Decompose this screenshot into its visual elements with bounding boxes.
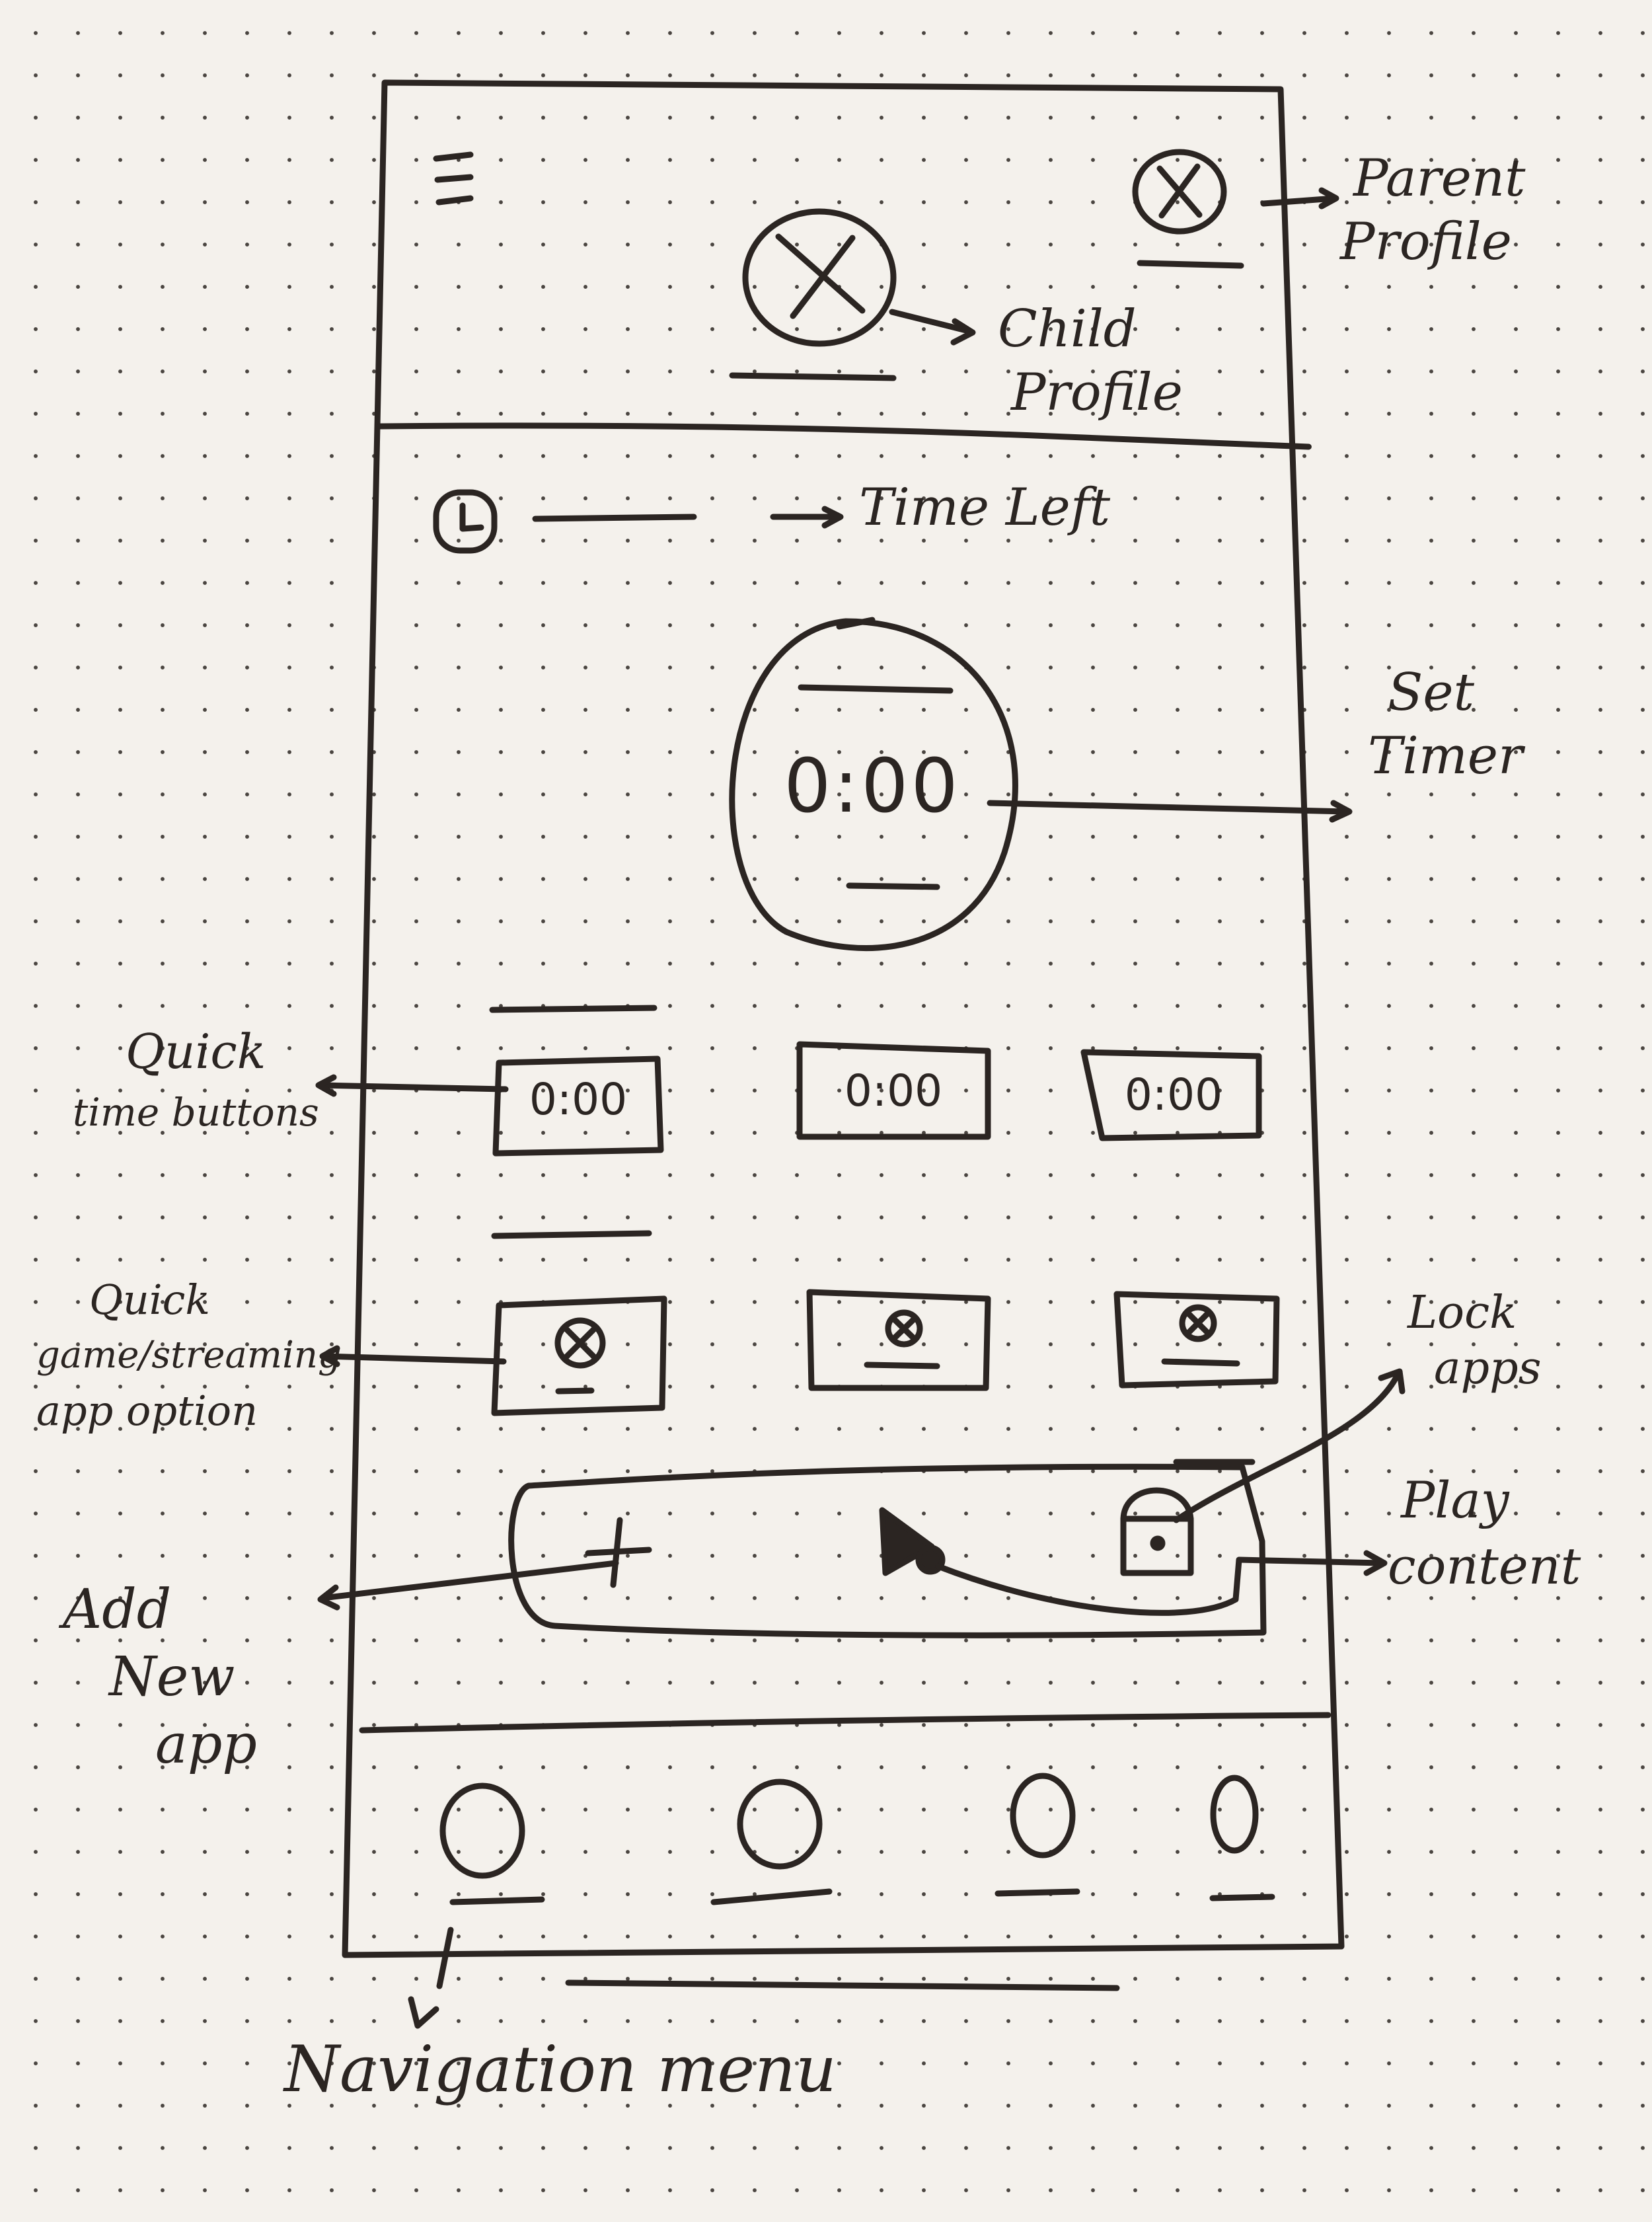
nav-item-2[interactable] [710,1779,833,1905]
quick-time-button-1[interactable] [492,1055,664,1157]
phone-frame [342,79,1345,1958]
set-timer-leader [987,800,1353,823]
nav-item-3[interactable] [995,1773,1080,1897]
action-bar [508,1463,1267,1638]
lock-apps-annotation: Lock apps [1408,1287,1542,1395]
parent-profile-arrow [1260,187,1339,210]
child-profile-avatar[interactable] [729,208,897,381]
navigation-menu-leader [408,1927,454,2029]
add-new-app-annotation: Add New app [63,1578,257,1776]
add-new-app-button[interactable] [575,1513,661,1593]
nav-divider [359,1712,1332,1734]
set-timer-annotation: Set Timer [1368,663,1523,786]
lock-apps-leader [1173,1368,1406,1523]
lock-icon[interactable] [1120,1487,1194,1576]
parent-profile-avatar[interactable] [1132,149,1244,269]
quick-app-option-1[interactable] [491,1295,667,1416]
navigation-menu-annotation: Navigation menu [284,2032,837,2106]
play-icon[interactable] [879,1507,946,1576]
quick-time-section-line [489,1005,657,1013]
hamburger-menu-icon[interactable] [433,151,474,206]
time-left-leader [532,506,844,529]
child-profile-arrow [889,309,976,346]
play-content-annotation: Play content [1388,1471,1581,1595]
quick-app-section-line [491,1230,652,1239]
child-profile-annotation: Child Profile [998,299,1183,422]
quick-time-buttons-annotation: Quick time buttons [73,1024,319,1135]
time-left-annotation: Time Left [859,478,1111,537]
quick-time-button-3-label: 0:00 [1124,1069,1223,1120]
play-content-leader [935,1550,1388,1616]
set-timer-dial[interactable] [729,617,1018,952]
quick-time-button-3[interactable] [1080,1049,1262,1141]
child-profile-button[interactable] [743,208,895,350]
home-indicator [565,1979,1120,1991]
quick-time-button-2[interactable] [796,1041,991,1140]
lock-apps-button[interactable] [1117,1477,1199,1580]
nav-item-1[interactable] [439,1782,545,1905]
timer-display: 0:00 [784,744,961,829]
quick-app-option-2[interactable] [806,1289,991,1391]
clock-icon [433,489,498,554]
parent-profile-button[interactable] [1133,149,1229,238]
nav-item-4[interactable] [1209,1775,1275,1901]
set-timer-button[interactable] [714,621,1024,958]
menu-button[interactable] [423,142,482,215]
quick-app-option-3[interactable] [1113,1291,1280,1389]
parent-profile-annotation: Parent Profile [1340,149,1526,272]
quick-time-button-2-label: 0:00 [844,1065,943,1116]
quick-time-leader [315,1074,509,1097]
quick-app-option-annotation: Quick game/streaming app option [36,1276,342,1435]
quick-app-leader [319,1345,507,1367]
add-new-app-leader [317,1560,619,1611]
plus-icon[interactable] [585,1517,652,1588]
header-divider [377,422,1312,450]
play-content-button[interactable] [872,1504,948,1580]
quick-time-button-1-label: 0:00 [529,1074,628,1125]
